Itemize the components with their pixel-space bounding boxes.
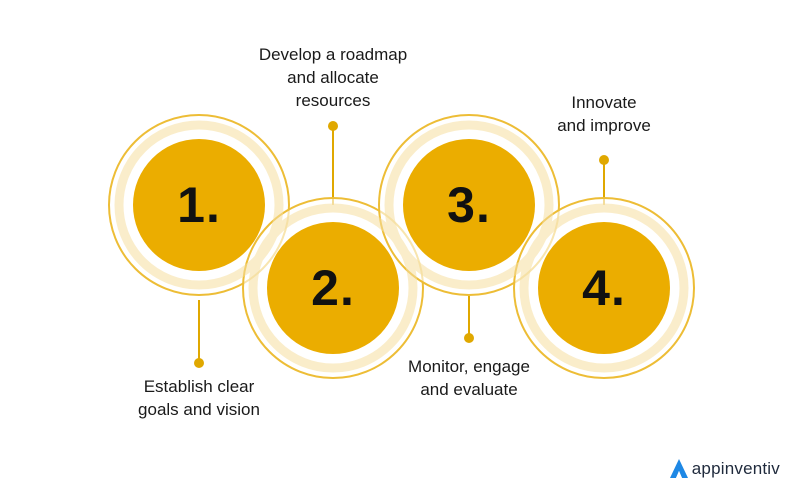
step-circle-4 (538, 222, 670, 354)
step-number-2: 2. (311, 260, 355, 316)
step-circle-1 (133, 139, 265, 271)
step-circle-2 (267, 222, 399, 354)
connector-dot-1 (194, 358, 204, 368)
step-circle-3 (403, 139, 535, 271)
connector-dot-3 (464, 333, 474, 343)
connector-dot-4 (599, 155, 609, 165)
appinventiv-logo-icon (669, 459, 688, 478)
brand-name: appinventiv (691, 459, 780, 478)
step-number-1: 1. (177, 177, 221, 233)
step-number-4: 4. (582, 260, 626, 316)
step-label-3: Monitor, engage and evaluate (408, 357, 530, 399)
step-label-2: Develop a roadmap and allocate resources (258, 45, 408, 110)
step-number-3: 3. (447, 177, 491, 233)
step-label-4: Innovate and improve (557, 93, 651, 135)
brand-logo: appinventiv (669, 458, 780, 480)
connector-dot-2 (328, 121, 338, 131)
step-label-1: Establish clear goals and vision (138, 377, 260, 419)
